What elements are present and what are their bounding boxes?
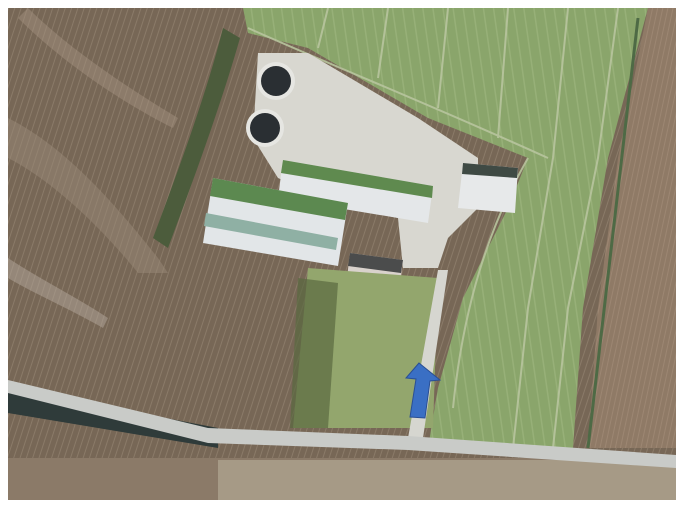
aerial-map[interactable] [8,8,676,500]
location-arrow-marker[interactable] [404,362,442,419]
field-west-lighter-streak [8,118,168,273]
shed-east [458,163,518,213]
barn-south [203,178,348,266]
road [8,380,676,468]
field-east-green [243,8,648,448]
barn-north [278,160,433,223]
field-far-east [588,8,676,448]
tree-row [153,28,240,248]
